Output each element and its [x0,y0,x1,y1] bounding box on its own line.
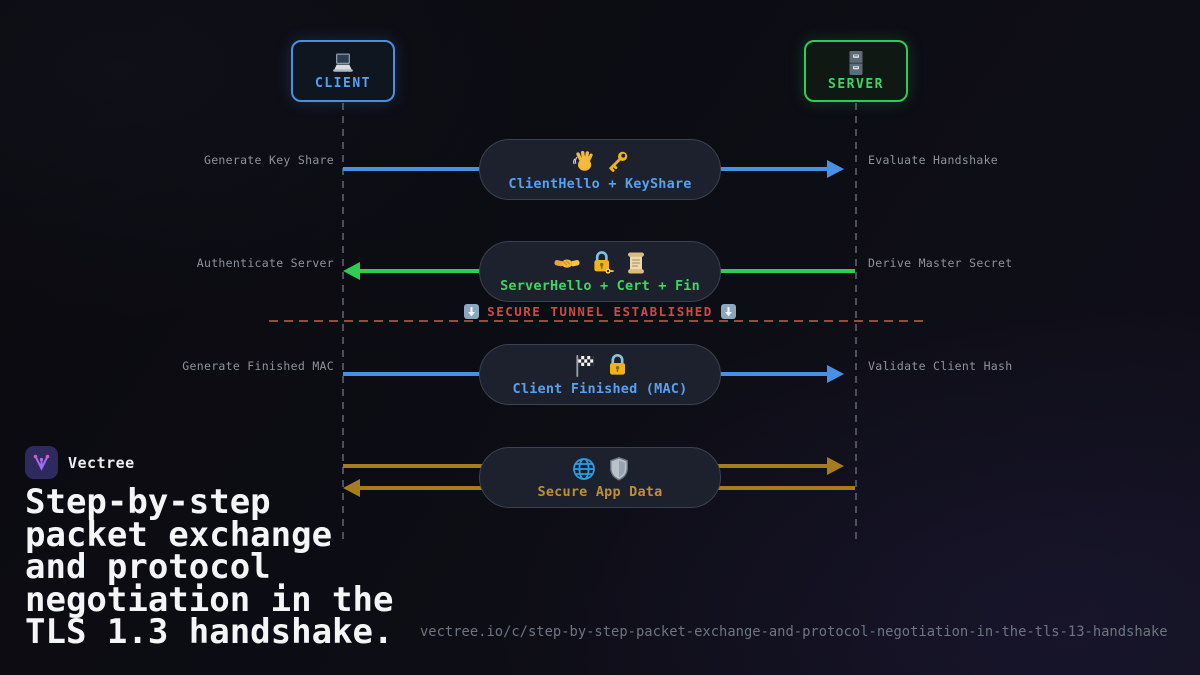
vectree-logo [25,446,58,479]
secure-tunnel-label: SECURE TUNNEL ESTABLISHED [487,304,713,319]
note-generate-finished-mac: Generate Finished MAC [182,359,334,373]
handshake-icon [553,251,580,275]
server-label: SERVER [828,77,884,92]
note-evaluate-handshake: Evaluate Handshake [868,153,999,167]
locked-with-key-icon [591,250,614,276]
scroll-icon [625,250,647,276]
key-icon [606,149,630,173]
message-client-finished-mac: Client Finished (MAC) [479,344,721,405]
down-arrow-icon [720,304,736,319]
message-label: ClientHello + KeyShare [508,175,692,192]
note-authenticate-server: Authenticate Server [196,256,334,270]
brand-name: Vectree [68,454,135,472]
secure-tunnel-banner: SECURE TUNNEL ESTABLISHED [0,304,1200,319]
message-label: Client Finished (MAC) [512,380,688,397]
message-label: ServerHello + Cert + Fin [500,277,700,294]
note-generate-key-share: Generate Key Share [203,153,334,167]
message-serverhello-cert-fin: ServerHello + Cert + Fin [479,241,721,302]
headline: Step-by-step packet exchange and protoco… [25,482,394,652]
message-clienthello-keyshare: ClientHello + KeyShare [479,139,721,200]
note-derive-master-secret: Derive Master Secret [868,256,1013,270]
footer-url: vectree.io/c/step-by-step-packet-exchang… [420,624,1168,640]
shield-icon [608,456,630,482]
secure-tunnel-divider-line [269,320,928,322]
checkered-flag-icon [572,353,596,379]
client-actor-box: CLIENT [291,40,395,102]
message-label: Secure App Data [537,483,663,500]
message-secure-app-data: Secure App Data [479,447,721,508]
client-label: CLIENT [315,76,371,91]
note-validate-client-hash: Validate Client Hash [868,359,1013,373]
lock-icon [607,353,628,378]
server-cabinet-icon [845,50,867,76]
waving-hand-icon [571,149,595,173]
laptop-icon [330,51,356,75]
down-arrow-icon [464,304,480,319]
globe-icon [571,456,597,482]
server-actor-box: SERVER [804,40,908,102]
